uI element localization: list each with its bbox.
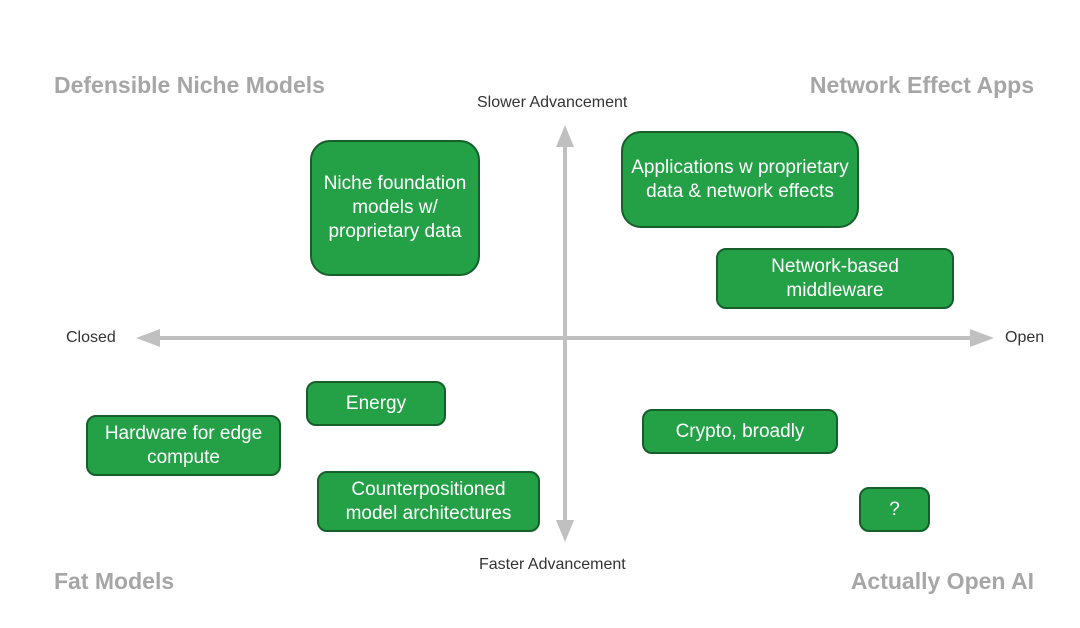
node-label: Hardware for edge compute xyxy=(104,422,263,468)
node-niche-foundation-models: Niche foundation models w/ proprietary d… xyxy=(310,140,480,276)
quadrant-title-bottom-right: Actually Open AI xyxy=(850,568,1034,594)
node-energy: Energy xyxy=(306,381,446,426)
node-label: Crypto, broadly xyxy=(675,420,805,442)
quadrant-title-bottom-left: Fat Models xyxy=(54,568,175,594)
quadrant-title-top-left: Defensible Niche Models xyxy=(54,72,325,98)
node-label: ? xyxy=(889,498,900,520)
node-hardware-edge-compute: Hardware for edge compute xyxy=(86,415,281,476)
arrow-up-icon xyxy=(556,125,574,147)
node-crypto-broadly: Crypto, broadly xyxy=(642,409,838,454)
node-applications-network-effects: Applications w proprietary data & networ… xyxy=(621,131,859,228)
node-label: Niche foundation models w/ proprietary d… xyxy=(323,173,467,242)
node-counterpositioned-architectures: Counterpositioned model architectures xyxy=(317,471,540,532)
axis-label-left: Closed xyxy=(66,329,116,346)
node-label: Energy xyxy=(345,392,407,414)
node-label: Applications w proprietary data & networ… xyxy=(631,156,849,202)
axis-label-right: Open xyxy=(1005,329,1045,346)
arrow-right-icon xyxy=(970,329,994,347)
arrow-left-icon xyxy=(136,329,160,347)
node-label: Counterpositioned model architectures xyxy=(345,478,512,524)
node-network-based-middleware: Network-based middleware xyxy=(716,248,954,309)
quadrant-title-top-right: Network Effect Apps xyxy=(809,72,1034,98)
node-question-mark: ? xyxy=(859,487,930,532)
arrow-down-icon xyxy=(556,520,574,542)
node-label: Network-based middleware xyxy=(771,255,899,301)
axis-label-top: Slower Advancement xyxy=(477,94,628,111)
axis-label-bottom: Faster Advancement xyxy=(479,556,626,573)
